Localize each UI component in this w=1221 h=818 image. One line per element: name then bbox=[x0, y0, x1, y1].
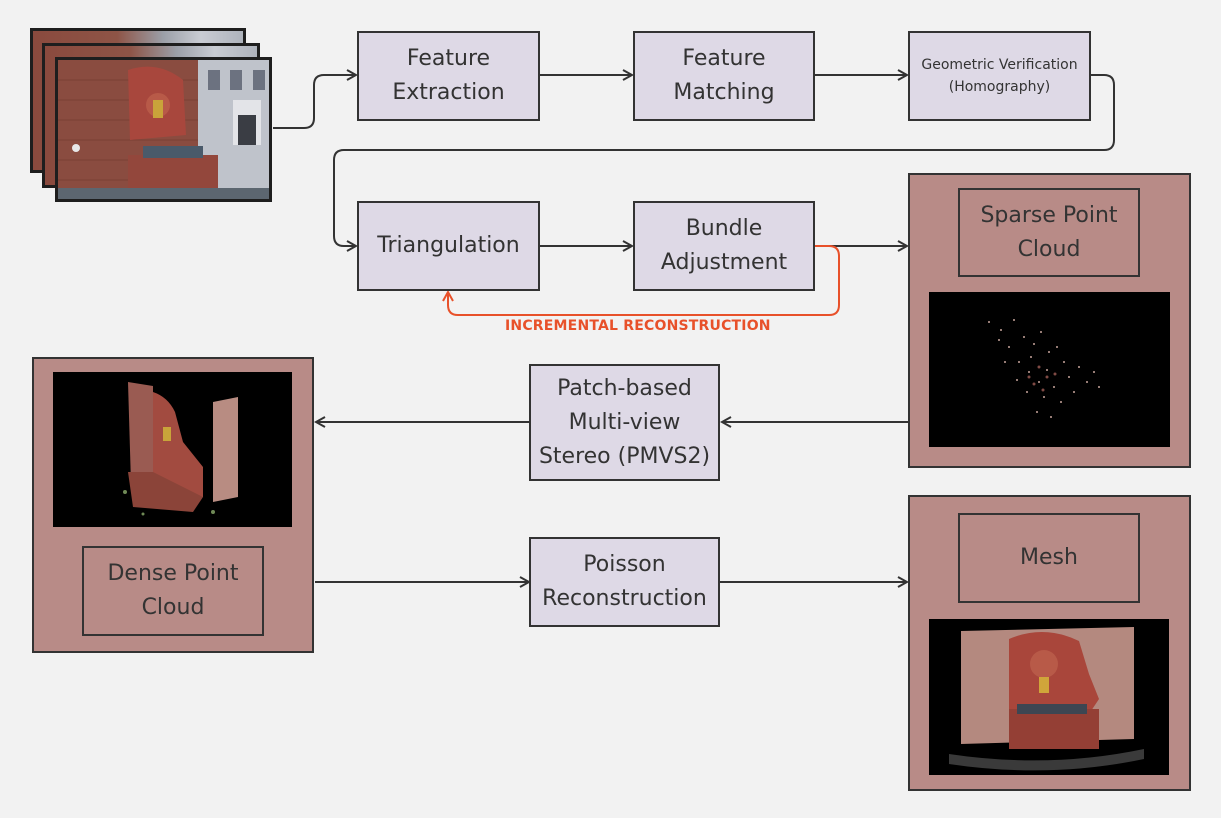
sparse-point-cloud-image bbox=[929, 292, 1170, 447]
mesh-title-box: Mesh bbox=[958, 513, 1140, 603]
arrow-verification-to-triangulation bbox=[333, 74, 1115, 246]
dense-cloud-render bbox=[123, 382, 238, 516]
incremental-loop-arrow bbox=[448, 245, 840, 316]
incremental-reconstruction-label: INCREMENTAL RECONSTRUCTION bbox=[505, 318, 771, 334]
poisson-reconstruction-box: Poisson Reconstruction bbox=[529, 537, 720, 627]
pmvs2-label: Patch-based Multi-view Stereo (PMVS2) bbox=[538, 375, 711, 469]
sparse-point-cloud-title-box: Sparse Point Cloud bbox=[958, 188, 1140, 277]
mesh-render bbox=[949, 627, 1144, 771]
bundle-adjustment-box: Bundle Adjustment bbox=[633, 201, 815, 291]
feature-extraction-box: Feature Extraction bbox=[357, 31, 540, 121]
feature-matching-box: Feature Matching bbox=[633, 31, 815, 121]
mesh-label: Mesh bbox=[1020, 545, 1078, 570]
feature-matching-label: Feature Matching bbox=[673, 46, 775, 105]
input-photo-front bbox=[55, 57, 272, 202]
dense-point-cloud-label: Dense Point Cloud bbox=[107, 561, 239, 620]
triangulation-box: Triangulation bbox=[357, 201, 540, 291]
bundle-adjustment-label: Bundle Adjustment bbox=[660, 216, 788, 275]
geometric-verification-box: Geometric Verification (Homography) bbox=[908, 31, 1091, 121]
geometric-verification-label: Geometric Verification (Homography) bbox=[921, 57, 1078, 95]
poisson-reconstruction-label: Poisson Reconstruction bbox=[542, 552, 707, 611]
fountain-photo-image bbox=[58, 60, 269, 199]
dense-point-cloud-image bbox=[53, 372, 292, 527]
sparse-point-cloud-label: Sparse Point Cloud bbox=[980, 202, 1118, 262]
sparse-cloud-render bbox=[988, 319, 1100, 418]
triangulation-label: Triangulation bbox=[377, 233, 520, 258]
pmvs2-box: Patch-based Multi-view Stereo (PMVS2) bbox=[529, 364, 720, 481]
feature-extraction-label: Feature Extraction bbox=[392, 46, 505, 105]
dense-point-cloud-title-box: Dense Point Cloud bbox=[82, 546, 264, 636]
arrow-images-to-extraction bbox=[273, 75, 356, 129]
mesh-image bbox=[929, 619, 1169, 775]
